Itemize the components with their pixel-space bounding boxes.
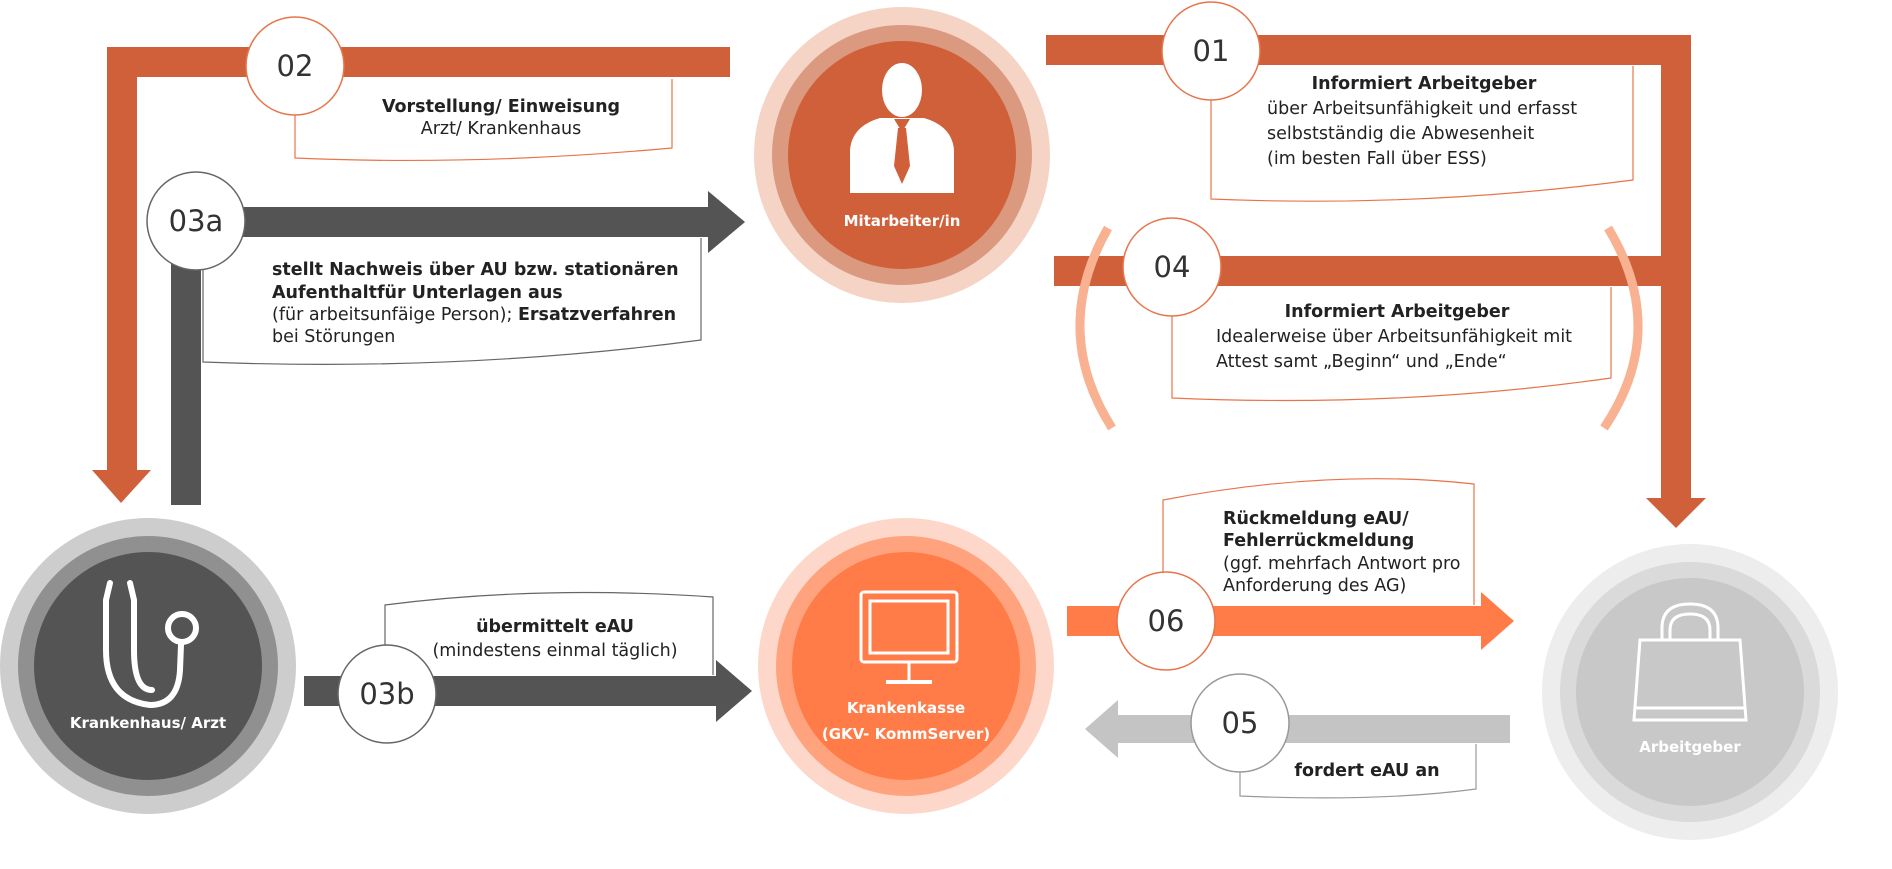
step-badge-03a: 03a: [146, 171, 246, 271]
note-card-04: [1171, 287, 1612, 402]
note-text-01: Informiert Arbeitgeber über Arbeitsunfäh…: [1267, 74, 1577, 169]
step-01-title: Informiert Arbeitgeber: [1312, 74, 1537, 94]
insurance-label-line1: Krankenkasse: [847, 699, 965, 717]
step-03a-bold1: stellt Nachweis über AU bzw. stationären: [272, 260, 679, 280]
step-number-06: 06: [1148, 604, 1185, 638]
insurance-label-line2: (GKV- KommServer): [822, 725, 990, 743]
note-card-03b: [384, 591, 714, 675]
step-badge-05: 05: [1190, 673, 1290, 773]
step-01-line3: (im besten Fall über ESS): [1267, 149, 1487, 169]
step-04-title: Informiert Arbeitgeber: [1285, 302, 1510, 322]
node-hospital: Krankenhaus/ Arzt: [0, 518, 296, 814]
stethoscope-icon: [103, 580, 199, 709]
step-03a-line3: (für arbeitsunfäige Person); Ersatzverfa…: [272, 305, 676, 325]
arrow-02-employee-to-hospital: [92, 47, 730, 503]
note-text-02: Vorstellung/ Einweisung Arzt/ Krankenhau…: [382, 97, 620, 139]
step-03a-line3-regular: (für arbeitsunfäige Person);: [272, 305, 518, 325]
step-badge-03b: 03b: [337, 644, 437, 744]
node-employer: Arbeitgeber: [1542, 544, 1838, 840]
monitor-icon: [859, 590, 959, 684]
step-badge-01: 01: [1161, 1, 1261, 101]
note-card-05: [1239, 744, 1477, 799]
note-text-03a: stellt Nachweis über AU bzw. stationären…: [272, 260, 679, 347]
step-06-title1: Rückmeldung eAU/: [1223, 509, 1409, 529]
note-text-04: Informiert Arbeitgeber Idealerweise über…: [1216, 302, 1572, 372]
hospital-label: Krankenhaus/ Arzt: [70, 714, 226, 732]
step-badge-02: 02: [245, 16, 345, 116]
step-05-title: fordert eAU an: [1294, 761, 1439, 781]
businessman-icon: [850, 63, 954, 193]
step-number-04: 04: [1154, 250, 1191, 284]
note-card-06: [1162, 478, 1475, 605]
arrow-03a-hospital-to-employee: [171, 191, 745, 505]
step-number-01: 01: [1193, 34, 1230, 68]
step-03b-line1: (mindestens einmal täglich): [432, 641, 677, 661]
step-badge-06: 06: [1116, 571, 1216, 671]
employer-label: Arbeitgeber: [1639, 738, 1741, 756]
step-number-05: 05: [1222, 706, 1259, 740]
step-06-line1: (ggf. mehrfach Antwort pro: [1223, 554, 1461, 574]
step-02-line1: Arzt/ Krankenhaus: [421, 119, 582, 139]
step-number-03a: 03a: [169, 204, 224, 238]
step-04-line2: Attest samt „Beginn“ und „Ende“: [1216, 352, 1507, 372]
note-text-03b: übermittelt eAU (mindestens einmal tägli…: [432, 617, 677, 661]
step-04-line1: Idealerweise über Arbeitsunfähigkeit mit: [1216, 327, 1572, 347]
step-number-02: 02: [277, 49, 314, 83]
step-02-title: Vorstellung/ Einweisung: [382, 97, 620, 117]
node-insurance: Krankenkasse (GKV- KommServer): [758, 518, 1054, 814]
step-number-03b: 03b: [359, 677, 414, 711]
note-card-02: [294, 79, 673, 162]
employee-label: Mitarbeiter/in: [844, 212, 961, 230]
step-06-title2: Fehlerrückmeldung: [1223, 531, 1414, 551]
briefcase-icon: [1632, 602, 1748, 722]
step-03a-line4: bei Störungen: [272, 327, 395, 347]
optional-step-brackets: [1075, 225, 1643, 431]
step-badge-04: 04: [1122, 217, 1222, 317]
note-card-03a: [202, 238, 702, 365]
step-06-line2: Anforderung des AG): [1223, 576, 1406, 596]
step-03b-title: übermittelt eAU: [476, 617, 634, 637]
step-01-line2: selbstständig die Abwesenheit: [1267, 124, 1534, 144]
step-01-line1: über Arbeitsunfähigkeit und erfasst: [1267, 99, 1577, 119]
node-employee: Mitarbeiter/in: [754, 7, 1050, 303]
note-text-06: Rückmeldung eAU/ Fehlerrückmeldung (ggf.…: [1223, 509, 1461, 596]
arrow-05-employer-to-insurance: [1085, 700, 1510, 758]
note-text-05: fordert eAU an: [1294, 761, 1439, 781]
note-card-01: [1210, 66, 1634, 202]
step-03a-bold2: Aufenthaltfür Unterlagen aus: [272, 283, 563, 303]
step-03a-line3-bold: Ersatzverfahren: [518, 305, 676, 325]
